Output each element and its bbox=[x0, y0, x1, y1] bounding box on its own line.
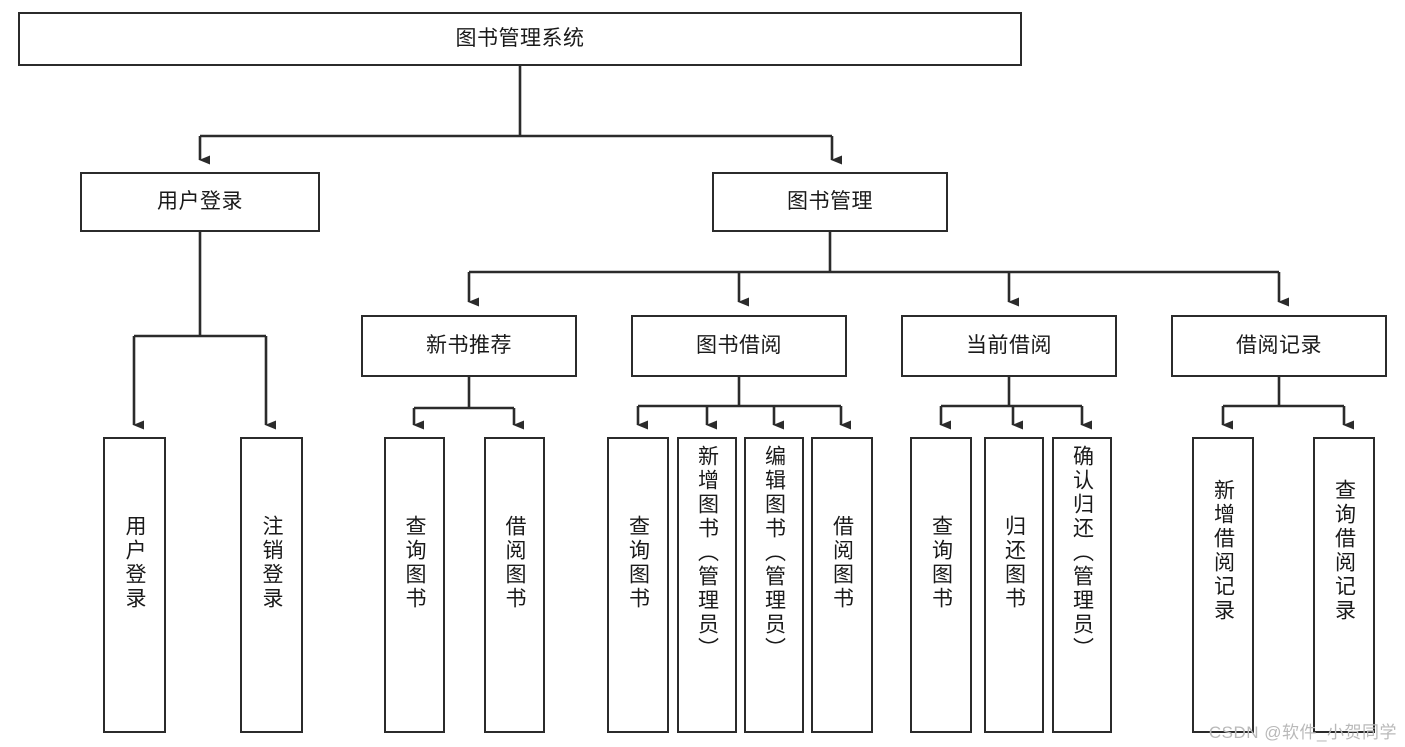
node-leaf-add-record[interactable]: 新增借阅记录 bbox=[1192, 437, 1254, 733]
node-leaf-borrow-book-2[interactable]: 借阅图书 bbox=[811, 437, 873, 733]
node-leaf-query-record[interactable]: 查询借阅记录 bbox=[1313, 437, 1375, 733]
node-leaf-query-book-1[interactable]: 查询图书 bbox=[384, 437, 445, 733]
node-user-login[interactable]: 用户登录 bbox=[80, 172, 320, 232]
node-leaf-user-login[interactable]: 用户登录 bbox=[103, 437, 166, 733]
node-leaf-confirm-return-label: 确认归还（管理员） bbox=[1070, 445, 1094, 661]
node-book-borrow-label: 图书借阅 bbox=[696, 334, 782, 358]
node-leaf-query-book-2-label: 查询图书 bbox=[626, 515, 650, 611]
node-leaf-borrow-book-2-label: 借阅图书 bbox=[830, 515, 854, 611]
node-root[interactable]: 图书管理系统 bbox=[18, 12, 1022, 66]
node-leaf-confirm-return[interactable]: 确认归还（管理员） bbox=[1052, 437, 1112, 733]
node-borrow-record-label: 借阅记录 bbox=[1236, 334, 1322, 358]
node-leaf-borrow-book-1-label: 借阅图书 bbox=[503, 515, 526, 611]
node-new-book-recommend-label: 新书推荐 bbox=[426, 334, 512, 358]
node-leaf-query-book-2[interactable]: 查询图书 bbox=[607, 437, 669, 733]
node-new-book-recommend[interactable]: 新书推荐 bbox=[361, 315, 577, 377]
node-leaf-add-book[interactable]: 新增图书（管理员） bbox=[677, 437, 737, 733]
node-leaf-query-book-3[interactable]: 查询图书 bbox=[910, 437, 972, 733]
node-borrow-record[interactable]: 借阅记录 bbox=[1171, 315, 1387, 377]
node-root-label: 图书管理系统 bbox=[455, 27, 585, 51]
node-leaf-logout-login-label: 注销登录 bbox=[260, 515, 283, 611]
node-current-borrow[interactable]: 当前借阅 bbox=[901, 315, 1117, 377]
node-leaf-query-book-3-label: 查询图书 bbox=[929, 515, 953, 611]
node-leaf-query-record-label: 查询借阅记录 bbox=[1332, 479, 1356, 623]
node-leaf-edit-book-label: 编辑图书（管理员） bbox=[762, 445, 786, 661]
node-book-manage-label: 图书管理 bbox=[787, 190, 873, 214]
node-leaf-return-book[interactable]: 归还图书 bbox=[984, 437, 1044, 733]
node-current-borrow-label: 当前借阅 bbox=[966, 334, 1052, 358]
node-book-borrow[interactable]: 图书借阅 bbox=[631, 315, 847, 377]
node-book-manage[interactable]: 图书管理 bbox=[712, 172, 948, 232]
node-leaf-edit-book[interactable]: 编辑图书（管理员） bbox=[744, 437, 804, 733]
csdn-watermark: CSDN @软件_小贺同学 bbox=[1208, 723, 1397, 742]
node-leaf-return-book-label: 归还图书 bbox=[1002, 515, 1026, 611]
node-leaf-borrow-book-1[interactable]: 借阅图书 bbox=[484, 437, 545, 733]
node-leaf-add-book-label: 新增图书（管理员） bbox=[695, 445, 719, 661]
node-leaf-user-login-label: 用户登录 bbox=[123, 515, 146, 611]
node-leaf-add-record-label: 新增借阅记录 bbox=[1211, 479, 1235, 623]
node-leaf-query-book-1-label: 查询图书 bbox=[403, 515, 426, 611]
node-user-login-label: 用户登录 bbox=[157, 190, 243, 214]
node-leaf-logout-login[interactable]: 注销登录 bbox=[240, 437, 303, 733]
